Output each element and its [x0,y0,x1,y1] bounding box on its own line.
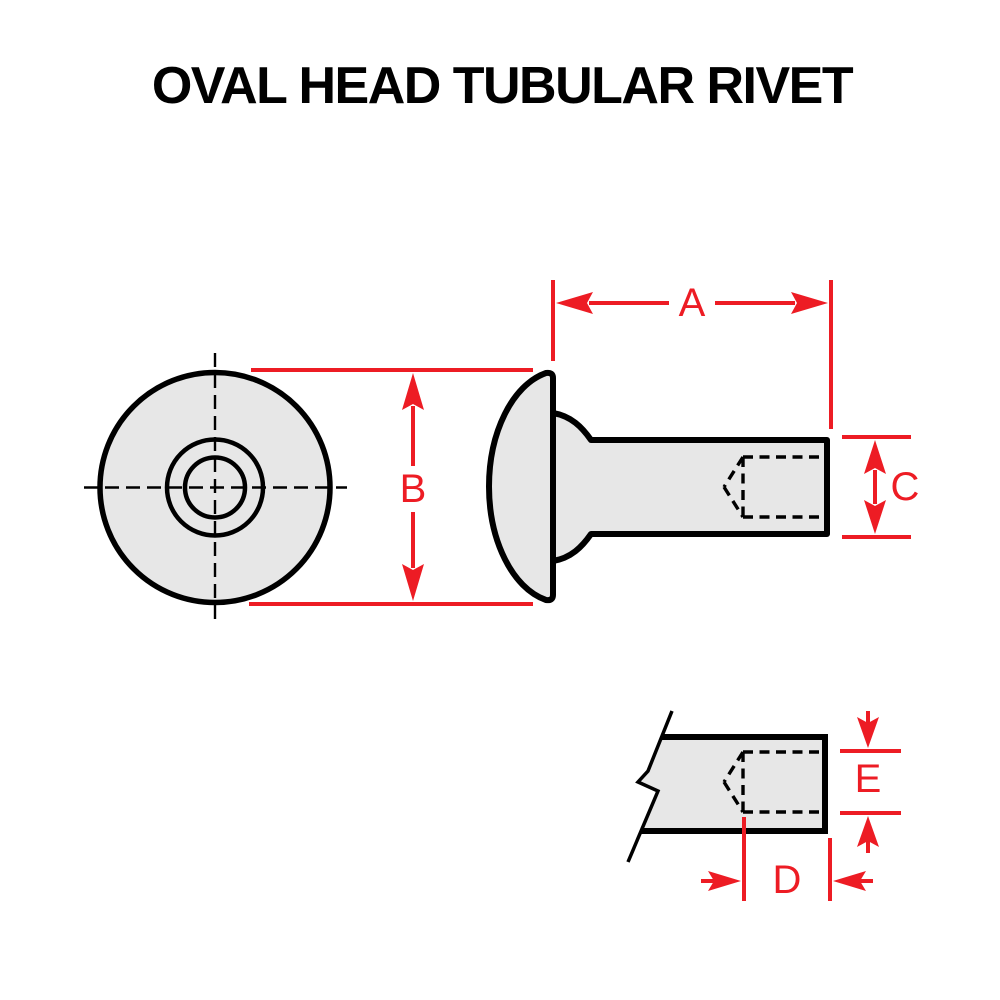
dimension-e: E [840,711,901,853]
end-detail-view [626,710,828,863]
dimension-e-label: E [855,757,882,801]
dimension-b-arrow-top [402,373,424,410]
dimension-d-label: D [773,858,802,902]
dimension-b-label: B [400,467,427,511]
bore-hole-circle [182,455,248,520]
dimension-d-arrow-right [833,871,866,891]
dimension-a: A [551,280,833,429]
dimension-b: B [249,368,533,606]
dimension-e-arrow-top [857,717,879,748]
bore-cone-upper-line [722,456,745,488]
front-view [84,353,347,621]
dimension-c-arrow-top [864,440,886,474]
detail-shank-body [638,738,825,830]
dimension-c: C [842,435,920,539]
diagram-title: OVAL HEAD TUBULAR RIVET [152,57,854,115]
detail-bore-cone-lower-line [722,781,745,813]
bore-cone-lower-line [722,486,745,518]
detail-bore-hidden-outline [722,750,822,814]
dimension-d-arrow-left [708,871,741,891]
dimension-c-arrow-bottom [864,500,886,534]
dimension-a-arrow-right [791,292,828,314]
break-line [626,710,674,863]
dimension-d: D [701,817,873,902]
dimension-b-arrow-bottom [402,564,424,601]
dimension-a-label: A [679,281,706,325]
side-view [486,369,830,604]
bore-hidden-outline [722,455,824,519]
dimension-a-arrow-left [556,292,593,314]
dimension-c-label: C [891,465,920,509]
rivet-oval-head [486,369,556,604]
rivet-shank [550,410,830,564]
dimension-e-arrow-bottom [857,816,879,847]
shank-diameter-circle [164,437,266,538]
detail-bore-cone-upper-line [722,751,745,783]
